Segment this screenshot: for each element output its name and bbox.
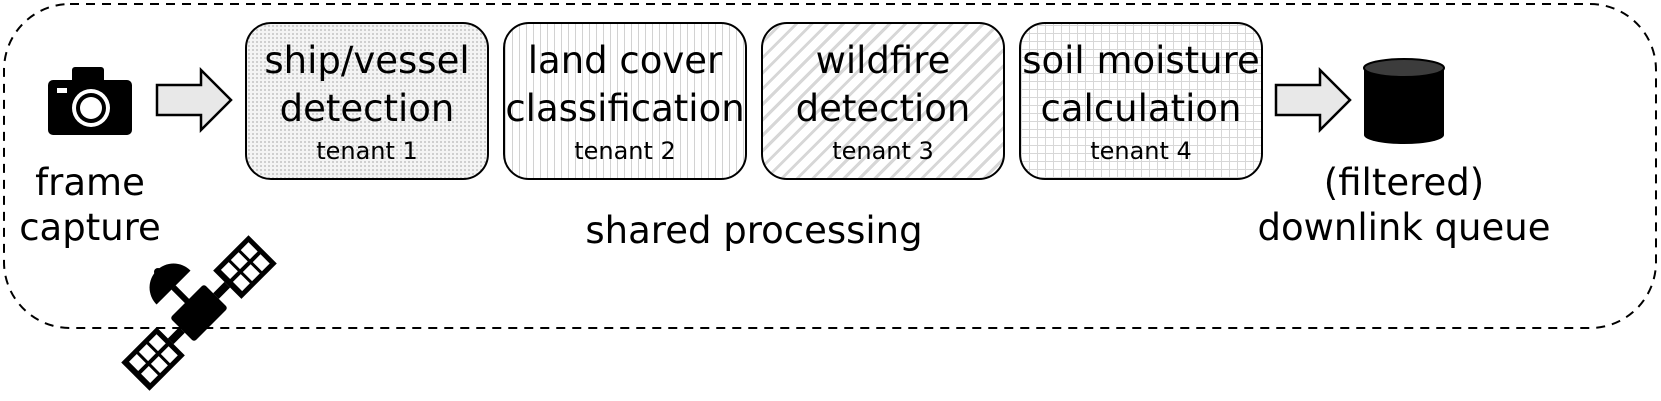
task-box-tenant-3: wildfire detection tenant 3	[761, 22, 1005, 180]
source-label-line-2: capture	[19, 206, 161, 249]
task-name-line-1: ship/vessel	[264, 39, 470, 82]
tenant-label: tenant 1	[316, 137, 418, 165]
task-name-line-2: detection	[279, 87, 455, 130]
task-name-line-1: land cover	[527, 39, 723, 82]
satellite-icon	[121, 235, 277, 391]
input-arrow-icon	[155, 66, 233, 134]
shared-processing-label: shared processing	[585, 209, 923, 252]
satellite-boundary	[3, 3, 1657, 329]
output-arrow-icon	[1274, 66, 1352, 134]
task-name-line-2: calculation	[1040, 87, 1242, 130]
camera-icon	[48, 67, 132, 135]
tenant-label: tenant 3	[832, 137, 934, 165]
sink-label: (filtered) downlink queue	[1252, 160, 1556, 250]
task-name-line-1: soil moisture	[1022, 39, 1260, 82]
tenant-label: tenant 4	[1090, 137, 1192, 165]
tenant-label: tenant 2	[574, 137, 676, 165]
database-icon	[1363, 58, 1445, 144]
task-box-tenant-1: ship/vessel detection tenant 1	[245, 22, 489, 180]
task-box-tenant-4: soil moisture calculation tenant 4	[1019, 22, 1263, 180]
task-box-tenant-2: land cover classification tenant 2	[503, 22, 747, 180]
sink-label-line-2: downlink queue	[1257, 206, 1551, 249]
task-name-line-2: detection	[795, 87, 971, 130]
task-name-line-2: classification	[505, 87, 745, 130]
source-label: frame capture	[15, 160, 165, 250]
source-label-line-1: frame	[35, 161, 145, 204]
sink-label-line-1: (filtered)	[1323, 161, 1485, 204]
task-name-line-1: wildfire	[815, 39, 951, 82]
